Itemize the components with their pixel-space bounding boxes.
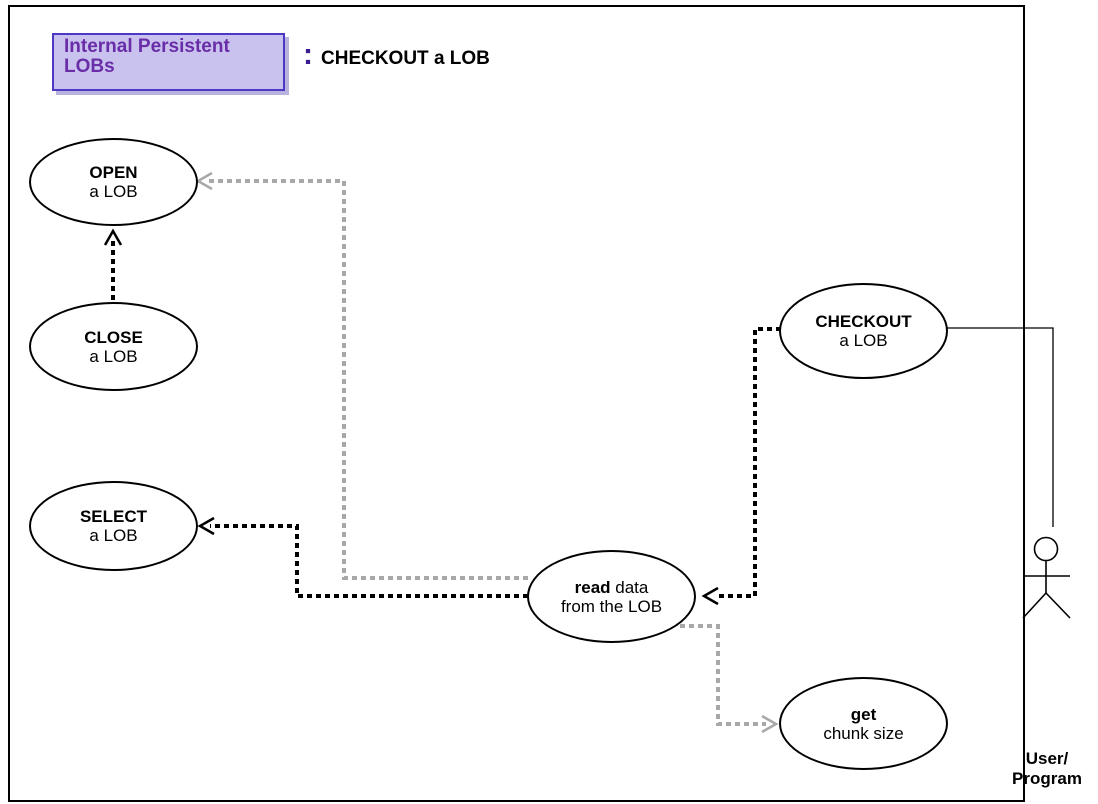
use-case-checkout-object: a LOB (839, 331, 888, 350)
arrowhead-open (195, 171, 213, 191)
use-case-read-verb: read (574, 577, 611, 597)
use-case-get[interactable]: get chunk size (779, 677, 948, 770)
use-case-checkout[interactable]: CHECKOUT a LOB (779, 283, 948, 379)
use-case-read-line1: read data (529, 578, 694, 597)
link-checkout-actor (946, 327, 1054, 527)
category-box: Internal Persistent LOBs (52, 33, 285, 91)
use-case-close[interactable]: CLOSE a LOB (29, 302, 198, 391)
arrowhead-select (197, 516, 215, 536)
use-case-select-object: a LOB (89, 526, 138, 545)
link-checkout-read (715, 327, 781, 598)
use-case-read[interactable]: read data from the LOB (527, 550, 696, 643)
use-case-close-verb: CLOSE (84, 327, 143, 347)
use-case-close-object: a LOB (89, 346, 138, 366)
link-read-get (680, 624, 766, 726)
link-read-select (210, 524, 528, 598)
diagram-title: CHECKOUT a LOB (321, 48, 490, 69)
arrowhead-get (761, 714, 779, 734)
link-read-open (207, 179, 528, 580)
use-case-open[interactable]: OPEN a LOB (29, 138, 198, 226)
use-case-open-object: a LOB (89, 182, 138, 201)
use-case-select[interactable]: SELECT a LOB (29, 481, 198, 571)
use-case-read-object: data (610, 577, 649, 597)
arrowhead-open-from-close (103, 228, 123, 246)
diagram-frame (8, 5, 1025, 802)
user-program-actor-icon (1022, 536, 1071, 619)
use-case-select-verb: SELECT (79, 507, 148, 526)
category-label: Internal Persistent LOBs (64, 36, 230, 77)
use-case-read-line2: from the LOB (560, 596, 663, 616)
use-case-checkout-verb: CHECKOUT (815, 312, 912, 331)
actor-label: User/ Program (1012, 749, 1082, 788)
use-case-get-object: chunk size (823, 723, 904, 743)
title-colon: : (303, 38, 313, 71)
arrowhead-read (701, 586, 719, 606)
use-case-get-verb: get (850, 704, 877, 724)
use-case-open-verb: OPEN (89, 163, 138, 182)
